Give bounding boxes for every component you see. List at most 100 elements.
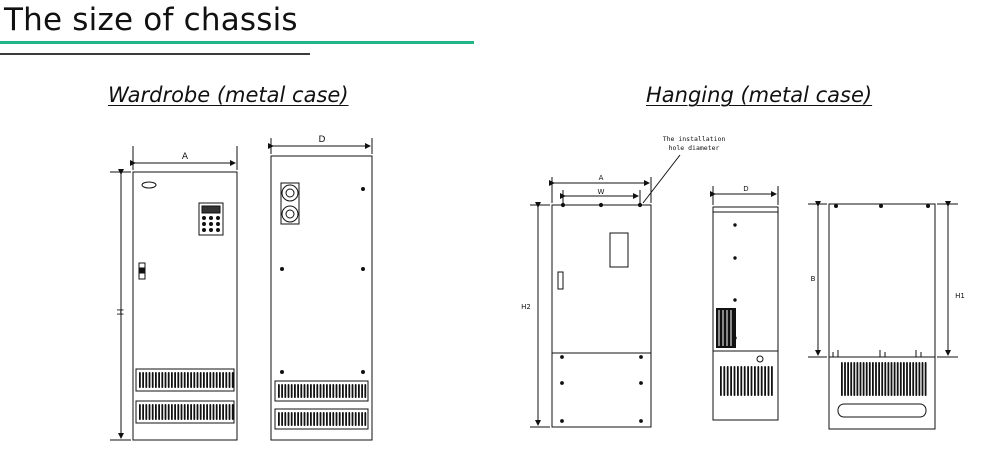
vent-slot xyxy=(145,372,148,388)
vent-slot xyxy=(326,412,328,426)
title-underline-shadow xyxy=(0,53,310,55)
vent-slot xyxy=(875,362,877,396)
vent-slot xyxy=(209,372,212,388)
vent-slot xyxy=(332,412,335,426)
vent-slot xyxy=(747,366,749,396)
vent-slot xyxy=(219,404,221,420)
vent-slot xyxy=(171,372,173,388)
vent-slot xyxy=(351,384,354,398)
vent-slot xyxy=(345,412,347,426)
vent-slot xyxy=(915,362,918,396)
vent-slot xyxy=(145,404,148,420)
vent-slot xyxy=(348,412,351,426)
wardrobe-height-label: H xyxy=(114,309,124,316)
vent-slot xyxy=(199,404,202,420)
vent-slot xyxy=(177,404,180,420)
vent-slot xyxy=(139,372,141,388)
vent-slot xyxy=(906,362,908,396)
vent-slot xyxy=(335,384,338,398)
vent-slot xyxy=(190,404,192,420)
vent-slot xyxy=(345,384,347,398)
vent-slot xyxy=(300,384,303,398)
hanging-heading: Hanging (metal case) xyxy=(646,83,873,107)
vent-slot xyxy=(862,362,865,396)
vent-slot xyxy=(164,372,167,388)
vent-slot xyxy=(187,404,189,420)
hanging-hole-spacing-label: W xyxy=(598,188,605,196)
vent-slot xyxy=(921,362,924,396)
vent-slot xyxy=(187,372,189,388)
vent-slot xyxy=(167,404,170,420)
vent-slot xyxy=(329,412,331,426)
vent-slot xyxy=(361,384,363,398)
vent-slot xyxy=(740,366,743,396)
vent-slot xyxy=(754,366,756,396)
vent-slot xyxy=(364,412,367,426)
vent-slot xyxy=(899,362,902,396)
vent-slot xyxy=(856,362,859,396)
vent-slot xyxy=(329,384,331,398)
vent-slot xyxy=(225,372,228,388)
vent-slot xyxy=(300,412,303,426)
vent-slot xyxy=(174,372,176,388)
vent-slot xyxy=(297,384,299,398)
vent-slot xyxy=(844,362,846,396)
vent-slot xyxy=(358,384,360,398)
wardrobe-heading: Wardrobe (metal case) xyxy=(108,83,349,107)
vent-slot xyxy=(720,366,722,396)
vent-slot xyxy=(161,404,164,420)
vent-slot xyxy=(322,384,325,398)
vent-slot xyxy=(872,362,874,396)
vent-slot xyxy=(148,404,151,420)
vent-slot xyxy=(225,404,228,420)
vent-slot xyxy=(896,362,899,396)
vent-slot xyxy=(358,412,360,426)
vent-slot xyxy=(841,362,843,396)
vent-slot xyxy=(733,366,736,396)
vent-slot xyxy=(287,412,290,426)
vent-slot xyxy=(164,404,167,420)
vent-slot xyxy=(183,372,186,388)
vent-slot xyxy=(310,384,312,398)
vent-slot xyxy=(912,362,915,396)
vent-slot xyxy=(767,366,770,396)
vent-slot xyxy=(310,412,312,426)
vent-slot xyxy=(297,412,299,426)
vent-slot xyxy=(743,366,746,396)
vent-slot xyxy=(284,384,287,398)
vent-slot xyxy=(364,384,367,398)
vent-slot xyxy=(278,412,280,426)
vent-slot xyxy=(924,362,927,396)
vent-slot xyxy=(174,404,176,420)
vent-slot xyxy=(730,366,732,396)
vent-slot xyxy=(151,372,154,388)
hanging-back-height-label: H1 xyxy=(955,292,965,300)
vent-slot xyxy=(757,366,760,396)
vent-slot xyxy=(287,384,290,398)
vent-slot xyxy=(351,412,354,426)
vent-slot xyxy=(764,366,766,396)
hanging-side-view xyxy=(710,186,779,421)
vent-slot xyxy=(294,384,296,398)
vent-slot xyxy=(199,372,202,388)
vent-slot xyxy=(313,412,315,426)
vent-slot xyxy=(303,384,306,398)
vent-slot xyxy=(847,362,849,396)
vent-slot xyxy=(206,372,208,388)
vent-slot xyxy=(281,384,283,398)
vent-slot xyxy=(167,372,170,388)
vent-slot xyxy=(322,412,325,426)
vent-slot xyxy=(294,412,296,426)
vent-slot xyxy=(760,366,763,396)
vent-slot xyxy=(316,384,319,398)
vent-slot xyxy=(222,404,224,420)
title-underline xyxy=(0,41,474,44)
vent-slot xyxy=(290,384,293,398)
vent-slot xyxy=(212,404,215,420)
vent-slot xyxy=(155,372,157,388)
vent-slot xyxy=(890,362,893,396)
vent-slot xyxy=(281,412,283,426)
vent-slot xyxy=(332,384,335,398)
